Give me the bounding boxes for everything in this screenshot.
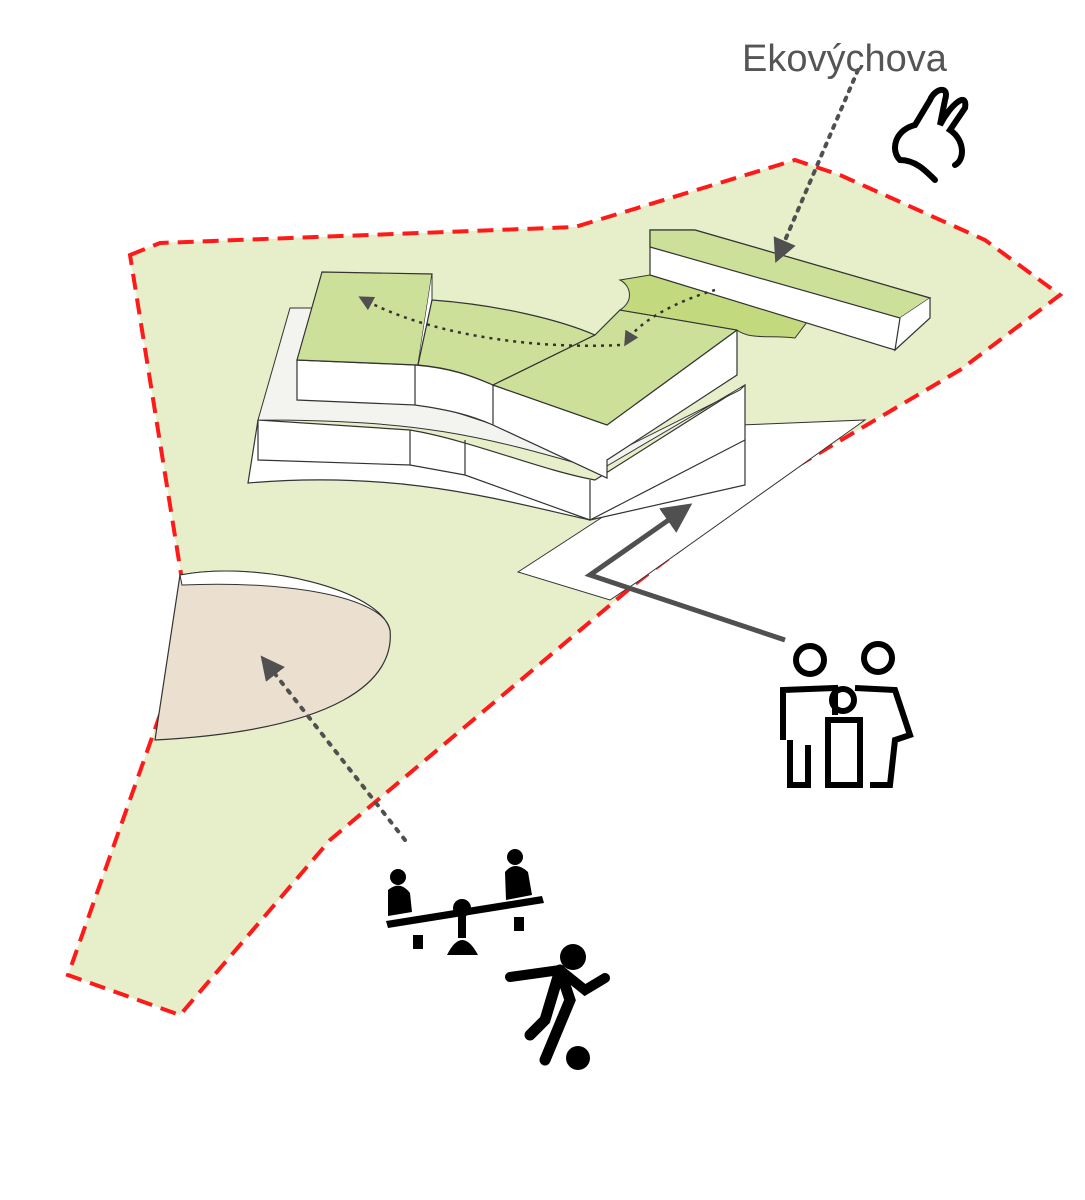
roof-flow-arrow-2 bbox=[358, 296, 621, 348]
green-roof-right bbox=[491, 309, 739, 426]
entry-arrow bbox=[584, 503, 786, 643]
bar-edge bbox=[894, 298, 931, 352]
seesaw-icon bbox=[386, 849, 544, 955]
building-lower-walls bbox=[257, 420, 746, 521]
ecoeducation-label: Ekovýchova bbox=[742, 38, 947, 80]
eco-arrow bbox=[773, 68, 860, 264]
roof-flow-arrow bbox=[624, 288, 716, 347]
sandpit-rim bbox=[179, 570, 391, 631]
rabbit-icon bbox=[892, 86, 969, 183]
green-roof-courtyard bbox=[618, 274, 811, 339]
play-arrow bbox=[260, 655, 407, 842]
family-icon bbox=[780, 641, 914, 788]
football-player-icon bbox=[505, 944, 610, 1070]
